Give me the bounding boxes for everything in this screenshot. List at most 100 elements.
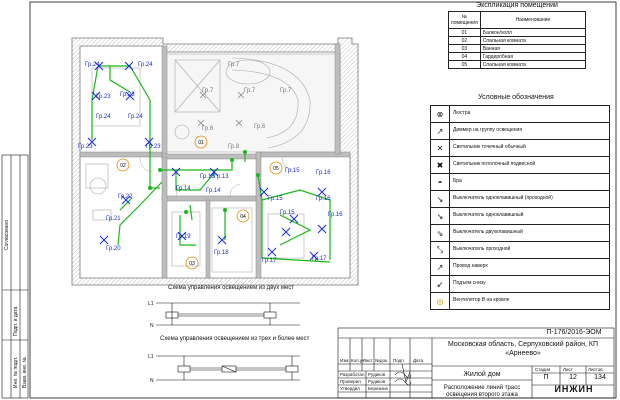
group-label: Гр.7 [244, 88, 256, 94]
group-label: Гр.6 [202, 126, 214, 132]
side-approved: Согласовано [4, 219, 10, 250]
legend-row: ↘ Выключатель одноклавишный (проходной) [430, 190, 610, 207]
legend-row: ↗ Провод наверх [430, 258, 610, 275]
room-label-04: 04 [240, 214, 246, 220]
legend-label: Выключатель двухклавишный [453, 229, 523, 235]
group-label: Гр.14 [176, 186, 191, 192]
group-label: Гр.16 [316, 196, 331, 202]
legend-label: Бра [453, 178, 462, 184]
spot-light-icon: ✕ [431, 140, 450, 156]
explication-header-num: № помещения [448, 11, 481, 29]
title-block: П-176/2016-ЭОМ Московская область, Серпу… [338, 328, 614, 398]
scheme1-n-label: N [150, 323, 154, 329]
explication-title: Экспликация помещений [476, 2, 558, 9]
explication-header: № помещения Наименование [448, 11, 587, 29]
room-num: 01 [448, 28, 481, 37]
title-block-grid [337, 327, 615, 399]
legend-row: ◎ Вентилятор В на кровле [430, 292, 610, 310]
group-label: Гр.22 [118, 194, 133, 200]
switches [148, 150, 260, 214]
signatures [394, 363, 412, 386]
luminaires-room-01 [197, 91, 245, 127]
scheme1-l1-label: L1 [148, 301, 154, 307]
group-label: Гр.13 [200, 174, 215, 180]
room-name: Спальная комната [479, 36, 587, 45]
group-label: Гр.7 [202, 88, 214, 94]
side-col-3: Взам. инв. № [22, 357, 28, 388]
room-label-01: 01 [198, 140, 204, 146]
room-name: Ванная [479, 44, 587, 53]
tb-header-4: Подп. [393, 358, 405, 363]
room-name: Гардеробная [479, 52, 587, 61]
group-label: Гр.6 [254, 124, 266, 130]
legend-label: Диммер на группу освещения [453, 127, 523, 133]
room-label-03: 03 [189, 261, 195, 267]
group-label: Гр.7 [228, 62, 240, 68]
tb-header-1: Кол.уч [351, 358, 365, 363]
ceiling-light-icon: ✖ [431, 157, 450, 173]
room-name: Балкон/холл [479, 28, 587, 37]
side-col-2: Подп. и дата [13, 306, 19, 336]
room-num: 02 [448, 36, 481, 45]
group-label: Гр.24 [128, 114, 143, 120]
role-checked: Проверил [340, 379, 361, 384]
cable-up-icon: ↗ [431, 259, 450, 275]
scheme-two-places: Схема управления освещением из двух мест… [148, 285, 300, 329]
group-label: Гр.16 [316, 170, 331, 176]
sheet-frame [29, 1, 617, 399]
wiring [91, 65, 331, 263]
floor-plan: 01 02 03 04 05 Гр.24 Гр.24 Гр.23 Гр.23 Г… [71, 37, 359, 286]
legend-row: ⊗ Люстра [430, 105, 610, 122]
group-label: Гр.17 [312, 256, 327, 262]
legend-row: ✕ Светильник точечный обычный [430, 139, 610, 156]
cable-down-icon: ↙ [431, 276, 450, 292]
room-label-02: 02 [120, 163, 126, 169]
tb-header-5: Дата [413, 358, 423, 363]
group-label: Гр.23 [146, 144, 161, 150]
explication-header-name: Наименование [479, 11, 587, 29]
legend-row: ✖ Светильник потолочный подвесной [430, 156, 610, 173]
group-label: Гр.23 [96, 94, 111, 100]
group-label: Гр.18 [214, 250, 229, 256]
legend: ⊗ Люстра ↗ Диммер на группу освещения ✕ … [430, 105, 610, 310]
scheme2-n-label: N [150, 378, 154, 384]
group-label: Гр.24 [85, 62, 100, 68]
tb-header-0: Изм. [340, 358, 350, 363]
legend-label: Провод наверх [453, 263, 488, 269]
scheme-two-places-title: Схема управления освещением из двух мест [168, 285, 294, 291]
fan-icon: ◎ [431, 293, 450, 309]
room-num: 04 [448, 52, 481, 61]
group-label: Гр.20 [106, 246, 121, 252]
sheet-label: Лист [563, 367, 573, 372]
tb-header-3: №док. [375, 358, 389, 363]
switch-one-key-icon: ↘ [431, 191, 450, 207]
legend-label: Выключатель одноклавишный [453, 212, 524, 218]
switch-cross-icon: ⤡ [431, 242, 450, 258]
company-logo: ИНЖИН [554, 384, 594, 394]
group-label: Гр.24 [96, 114, 111, 120]
group-label: Гр.8 [228, 144, 240, 150]
project-code: П-176/2016-ЭОМ [546, 329, 602, 336]
group-label: Гр.23 [78, 144, 93, 150]
name-checked: Рудиков [368, 379, 386, 384]
scheme2-l1-label: L1 [148, 354, 154, 360]
door-swings [139, 156, 293, 197]
group-labels: Гр.24 Гр.24 Гр.23 Гр.23 Гр.24 Гр.24 Гр.2… [78, 62, 343, 264]
stage-value: П [543, 374, 549, 381]
legend-label: Подъем снизу [453, 280, 486, 286]
group-label: Гр.17 [262, 258, 277, 264]
interior-walls [79, 43, 351, 279]
group-label: Гр.15 [280, 210, 295, 216]
role-developed: Разработал [340, 372, 365, 377]
role-approved: Утвердил [340, 386, 360, 391]
legend-row: ⤡ Выключатель проходной [430, 241, 610, 258]
side-stamp: Согласовано Инв. № подл. Подп. и дата Вз… [0, 150, 30, 400]
group-label: Гр.16 [328, 212, 343, 218]
legend-label: Выключатель проходной [453, 246, 511, 252]
legend-label: Вентилятор В на кровле [453, 297, 510, 303]
